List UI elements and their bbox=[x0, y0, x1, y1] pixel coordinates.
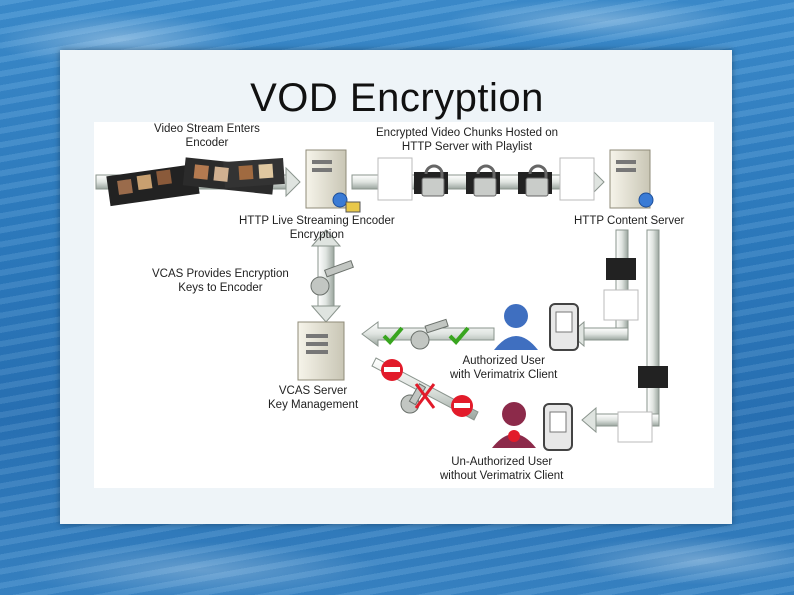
slide-title: VOD Encryption bbox=[250, 76, 544, 120]
authorized-device-icon bbox=[549, 303, 579, 351]
encoder-server-icon bbox=[305, 149, 361, 213]
unauthorized-device-icon bbox=[543, 403, 573, 451]
unauthorized-user-label: Un-Authorized User without Verimatrix Cl… bbox=[440, 455, 563, 483]
video-stream-label-line2: Encoder bbox=[185, 137, 229, 149]
unauthorized-user-label-line1: Un-Authorized User bbox=[451, 456, 553, 468]
encoder-label-line1: HTTP Live Streaming Encoder bbox=[239, 215, 395, 227]
check-icon bbox=[382, 326, 470, 345]
authorized-key-icon bbox=[410, 318, 449, 350]
delivery-chunk-icons bbox=[603, 258, 668, 443]
authorized-user-label: Authorized User with Verimatrix Client bbox=[450, 354, 557, 382]
no-entry-icon bbox=[381, 359, 473, 417]
key-delivery-arrow bbox=[310, 229, 342, 323]
encoder-label: HTTP Live Streaming Encoder Encryption bbox=[239, 214, 395, 242]
key-icon bbox=[310, 260, 354, 296]
vcas-server-label: VCAS Server Key Management bbox=[268, 384, 358, 412]
authorized-user-icon bbox=[494, 304, 538, 350]
encrypted-chunks-label-line2: HTTP Server with Playlist bbox=[401, 141, 533, 153]
video-stream-label: Video Stream Enters Encoder bbox=[154, 122, 260, 150]
diagram-graphics bbox=[95, 149, 668, 451]
encrypted-chunks-label-line1: Encrypted Video Chunks Hosted on bbox=[376, 127, 558, 139]
content-server-icon bbox=[609, 149, 654, 209]
unauthorized-user-icon bbox=[492, 402, 536, 448]
authorized-user-label-line2: with Verimatrix Client bbox=[450, 369, 558, 381]
vcas-server-label-line2: Key Management bbox=[268, 399, 359, 411]
encoder-label-line2: Encryption bbox=[289, 229, 345, 241]
video-stream-label-line1: Video Stream Enters bbox=[154, 123, 260, 135]
encrypted-chunks-label: Encrypted Video Chunks Hosted on HTTP Se… bbox=[376, 126, 558, 154]
lock-icon bbox=[421, 164, 549, 197]
authorized-user-label-line1: Authorized User bbox=[462, 355, 545, 367]
vcas-server-label-line1: VCAS Server bbox=[278, 385, 348, 397]
rejected-key-icon bbox=[400, 383, 436, 414]
authorized-key-arrow bbox=[361, 321, 495, 347]
vcas-keys-label-line2: Keys to Encoder bbox=[178, 282, 263, 294]
vod-encryption-diagram: Video Stream Enters Encoder Encrypted Vi… bbox=[94, 122, 714, 488]
unauthorized-user-label-line2: without Verimatrix Client bbox=[440, 470, 564, 482]
video-film-strip bbox=[106, 157, 285, 207]
vcas-keys-label: VCAS Provides Encryption Keys to Encoder bbox=[152, 267, 289, 295]
vcas-keys-label-line1: VCAS Provides Encryption bbox=[152, 268, 289, 280]
content-server-label: HTTP Content Server bbox=[574, 215, 685, 227]
vcas-server-icon bbox=[297, 321, 345, 381]
